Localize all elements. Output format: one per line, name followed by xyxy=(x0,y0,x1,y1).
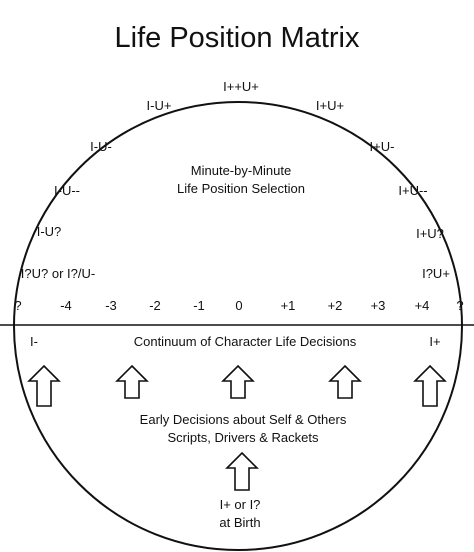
early-decisions-line1: Early Decisions about Self & Others xyxy=(139,412,347,427)
center-text-line2: Life Position Selection xyxy=(177,181,305,196)
position-mid-right: I+U- xyxy=(369,139,395,154)
scale-tick: +2 xyxy=(327,298,343,313)
position-left-question: I-U? xyxy=(36,224,62,239)
scale-tick: -2 xyxy=(149,298,161,313)
scale-tick: -4 xyxy=(60,298,72,313)
scale-tick: ? xyxy=(14,298,22,313)
up-arrow-icon xyxy=(27,364,61,407)
scale-tick: -3 xyxy=(105,298,117,313)
position-lower-left: I-U-- xyxy=(54,183,80,198)
diagram-title: Life Position Matrix xyxy=(114,22,360,54)
up-arrow-icon xyxy=(221,364,255,399)
position-top: I++U+ xyxy=(223,79,259,94)
up-arrow-icon xyxy=(225,451,259,491)
scale-tick: +3 xyxy=(370,298,386,313)
birth-line2: at Birth xyxy=(219,515,261,530)
scale-tick: +4 xyxy=(414,298,430,313)
up-arrow-icon xyxy=(328,364,362,399)
continuum-right-label: I+ xyxy=(429,334,441,349)
position-left-double-question: I?U? or I?/U- xyxy=(20,266,96,281)
scale-tick: 0 xyxy=(235,298,243,313)
up-arrow-icon xyxy=(115,364,149,399)
position-right-double-question: I?U+ xyxy=(422,266,450,281)
upward-arrows xyxy=(27,364,447,491)
position-upper-left: I-U+ xyxy=(146,98,172,113)
scale-tick: ? xyxy=(456,298,464,313)
position-right-question: I+U? xyxy=(416,226,444,241)
up-arrow-icon xyxy=(413,364,447,407)
position-upper-right: I+U+ xyxy=(315,98,345,113)
scale-tick: -1 xyxy=(193,298,205,313)
scale-tick: +1 xyxy=(280,298,296,313)
position-lower-right: I+U-- xyxy=(398,183,428,198)
continuum-label: Continuum of Character Life Decisions xyxy=(133,334,357,349)
center-text-line1: Minute-by-Minute xyxy=(190,163,292,178)
birth-line1: I+ or I? xyxy=(219,497,261,512)
position-mid-left: I-U- xyxy=(90,139,112,154)
early-decisions-line2: Scripts, Drivers & Rackets xyxy=(167,430,319,445)
outer-circle xyxy=(13,101,463,551)
continuum-left-label: I- xyxy=(30,334,38,349)
